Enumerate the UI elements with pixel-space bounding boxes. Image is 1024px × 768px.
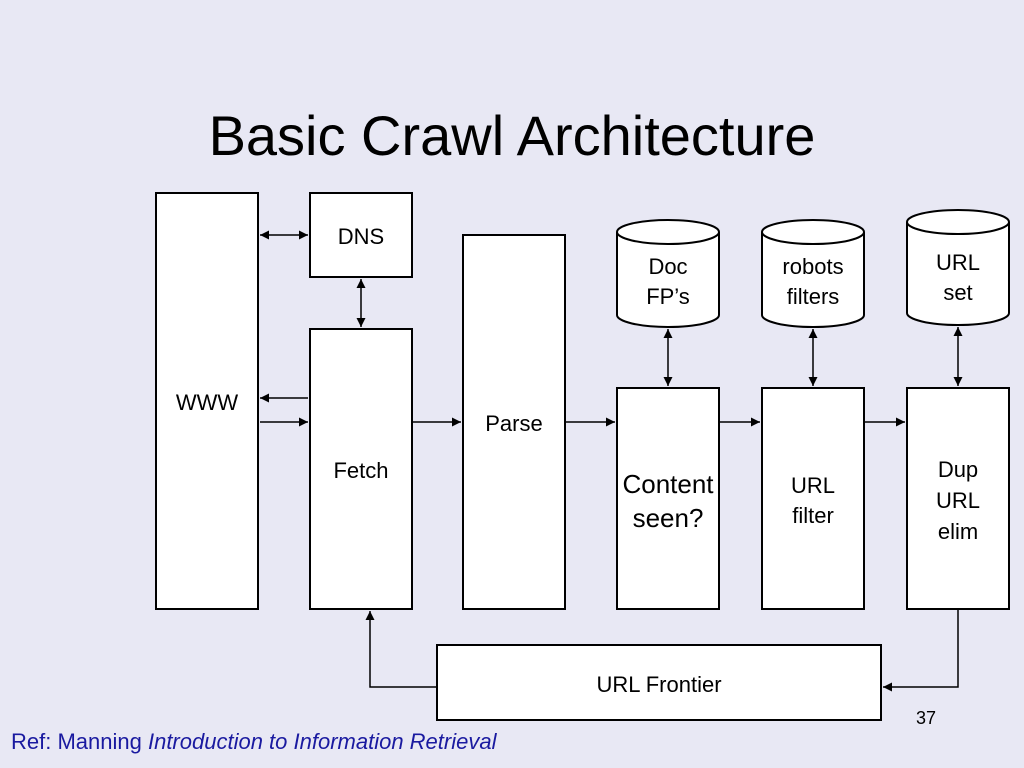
content-seen-box: Content seen? — [616, 387, 720, 610]
dns-box: DNS — [309, 192, 413, 278]
doc-fps-store: Doc FP’s — [616, 219, 720, 328]
dup-url-elim-label-line3: elim — [938, 519, 978, 544]
parse-label: Parse — [485, 411, 542, 436]
content-seen-label-line2: seen? — [633, 503, 704, 533]
url-filter-box: URL filter — [761, 387, 865, 610]
parse-box: Parse — [462, 234, 566, 610]
reference-prefix: Ref: Manning — [11, 729, 148, 754]
frontier-to-fetch-arrow — [365, 611, 437, 688]
slide-title: Basic Crawl Architecture — [208, 104, 816, 167]
robots-filters-label-line1: robots — [782, 254, 843, 279]
url-frontier-box: URL Frontier — [436, 644, 882, 721]
robots-filters-label-line2: filters — [787, 284, 840, 309]
page-number: 37 — [915, 708, 937, 728]
url-set-store: URL set — [906, 209, 1010, 326]
doc-fps-label-line1: Doc — [648, 254, 687, 279]
url-filter-label-line1: URL — [791, 473, 835, 498]
url-filter-label-line2: filter — [792, 503, 834, 528]
reference-book-title: Introduction to Information Retrieval — [147, 729, 497, 754]
dup-elim-to-frontier-arrow — [883, 610, 959, 692]
dup-url-elim-box: Dup URL elim — [906, 387, 1010, 610]
reference-line: Ref: Manning Introduction to Information… — [11, 728, 496, 756]
fetch-label: Fetch — [333, 458, 388, 483]
dup-url-elim-label-line1: Dup — [938, 457, 978, 482]
url-set-label-line2: set — [943, 280, 972, 305]
doc-fps-label-line2: FP’s — [646, 284, 690, 309]
url-frontier-label: URL Frontier — [596, 672, 721, 697]
www-box: WWW — [155, 192, 259, 610]
content-seen-label-line1: Content — [622, 469, 714, 499]
www-label: WWW — [176, 390, 239, 415]
robots-filters-store: robots filters — [761, 219, 865, 328]
dns-label: DNS — [338, 224, 384, 249]
fetch-box: Fetch — [309, 328, 413, 610]
dup-url-elim-label-line2: URL — [936, 488, 980, 513]
url-set-label-line1: URL — [936, 250, 980, 275]
